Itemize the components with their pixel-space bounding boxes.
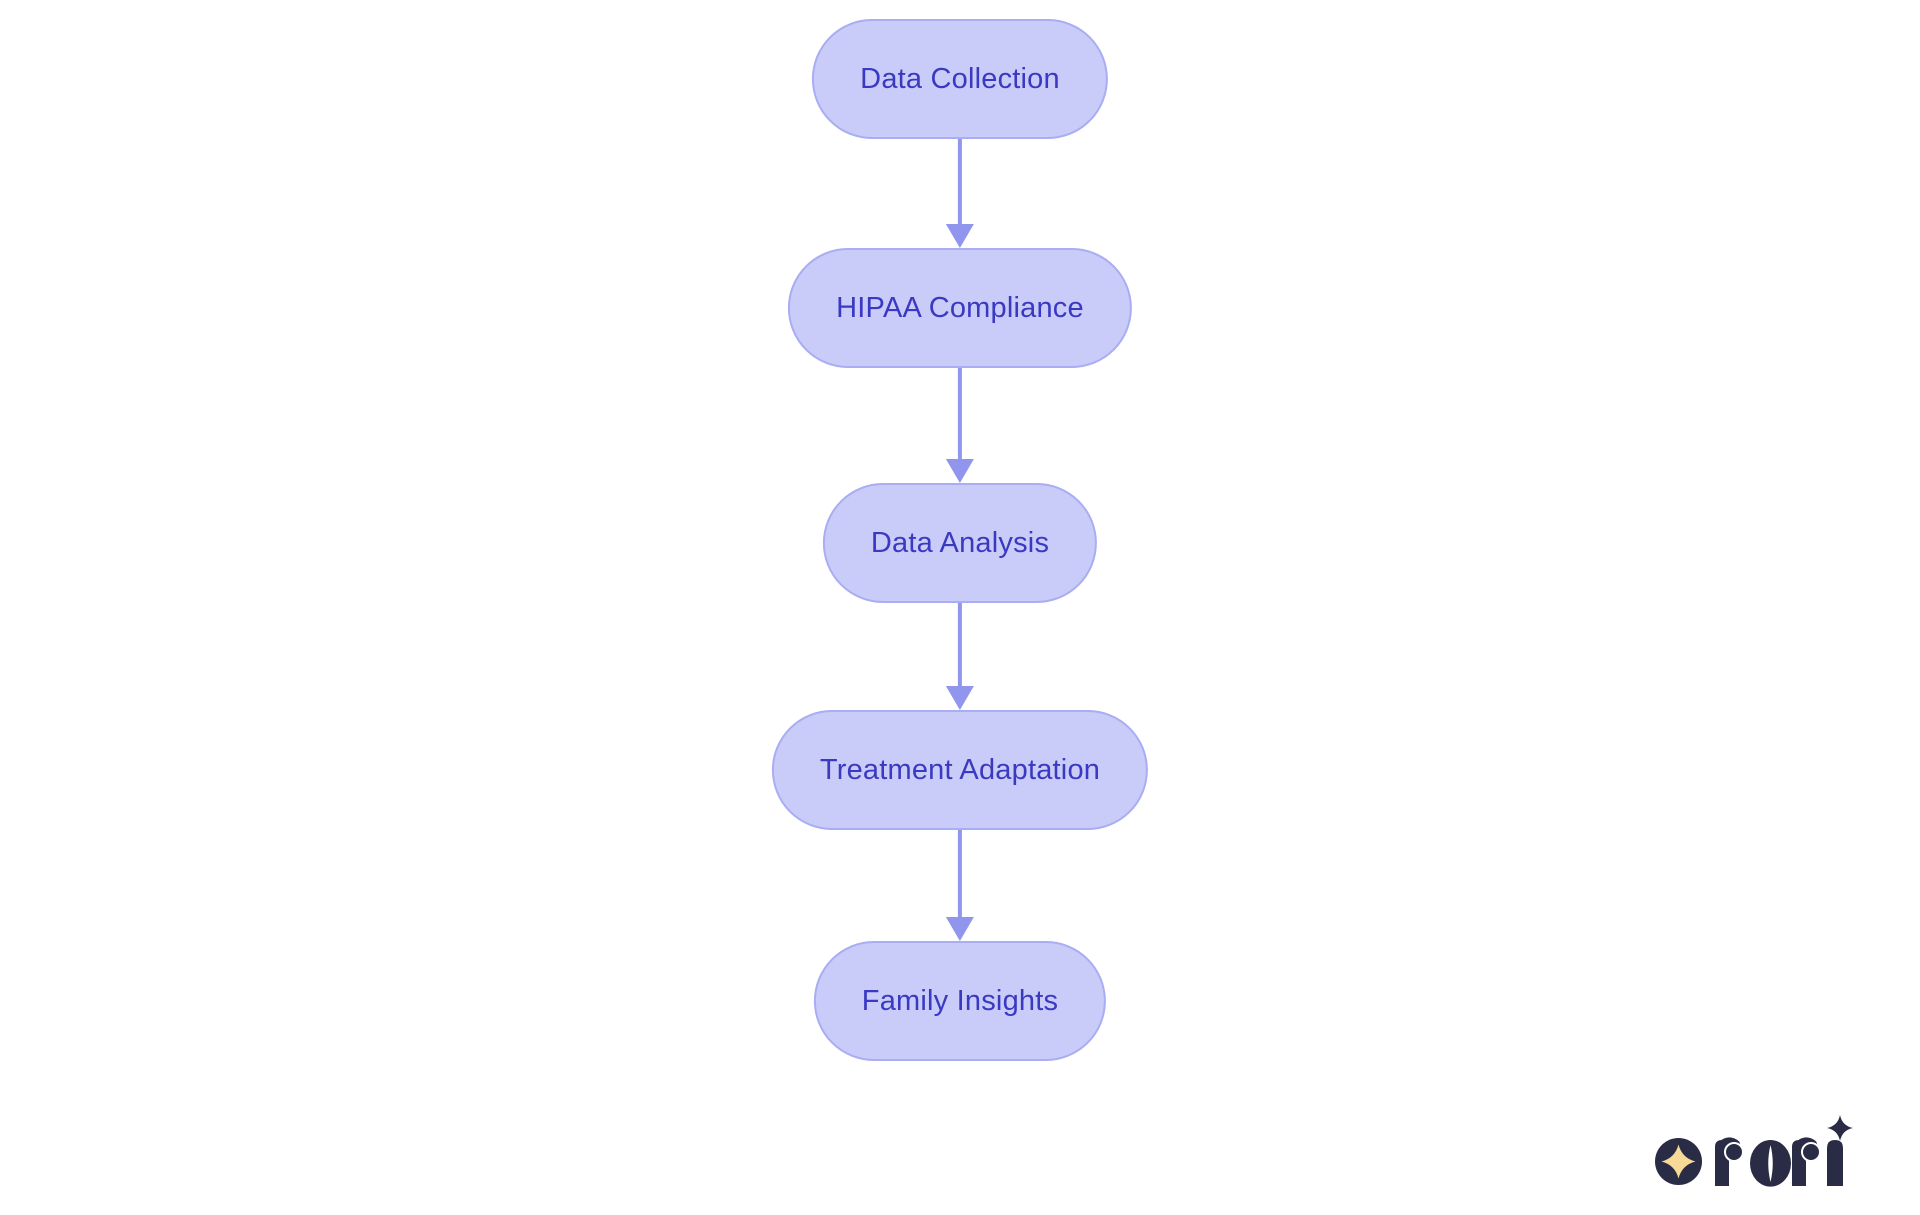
arrow-head [946, 917, 974, 941]
flow-node: Treatment Adaptation [771, 710, 1149, 830]
logo-letter-i [1827, 1115, 1853, 1186]
arrow-head [946, 224, 974, 248]
flow-node-label: Treatment Adaptation [819, 753, 1101, 786]
arrow-head [946, 686, 974, 710]
arrow-shaft [958, 368, 962, 459]
flow-node-label: Data Collection [860, 62, 1060, 95]
sparkle-badge-icon [1655, 1138, 1702, 1185]
rori-logo-graphic: rori [1655, 1115, 1853, 1187]
flow-node-label: Family Insights [861, 984, 1059, 1017]
flow-node-label: Data Analysis [870, 526, 1050, 559]
flow-arrow-icon [944, 830, 976, 941]
arrow-shaft [958, 830, 962, 917]
arrow-shaft [958, 139, 962, 224]
logo-i-sparkle-icon [1827, 1115, 1853, 1141]
flowchart: Data Collection HIPAA Compliance Data An… [771, 19, 1149, 1061]
arrow-shaft [958, 603, 962, 686]
flow-node: HIPAA Compliance [788, 248, 1132, 368]
flow-node: Data Collection [812, 19, 1108, 139]
flow-arrow-icon [944, 603, 976, 710]
flow-arrow-icon [944, 368, 976, 483]
arrow-head [946, 459, 974, 483]
rori-logo: rori [1652, 1112, 1856, 1192]
flow-node: Family Insights [813, 941, 1107, 1061]
flow-node: Data Analysis [822, 483, 1098, 603]
logo-letter-r1 [1715, 1137, 1744, 1186]
logo-letter-o [1750, 1140, 1791, 1187]
flow-node-label: HIPAA Compliance [836, 291, 1084, 324]
logo-letter-r2 [1792, 1137, 1821, 1186]
flow-arrow-icon [944, 139, 976, 248]
